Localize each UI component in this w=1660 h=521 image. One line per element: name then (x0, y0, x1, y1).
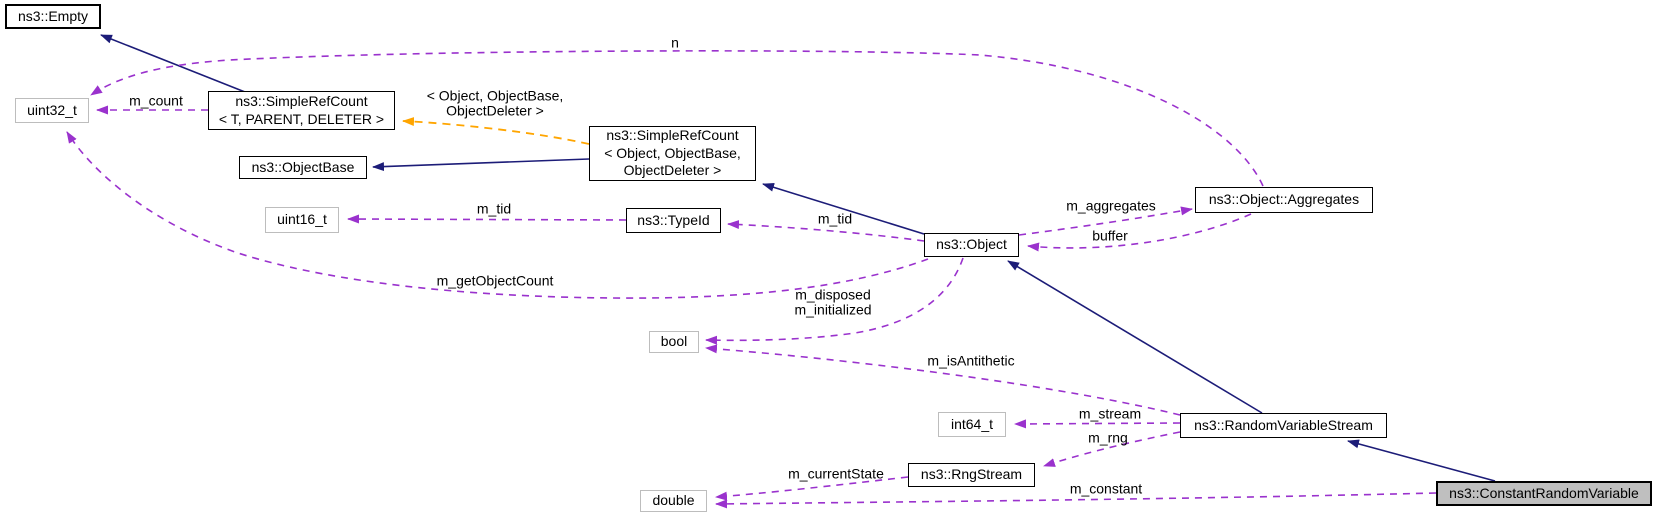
edge-label-m-getobjectcount: m_getObjectCount (436, 272, 554, 289)
edge-buffer (1027, 213, 1252, 252)
node-ns3-simplerefcount-template[interactable]: ns3::SimpleRefCount < T, PARENT, DELETER… (208, 91, 395, 130)
edge-label-m-tid-uint16: m_tid (476, 200, 512, 217)
edge-label-m-stream: m_stream (1078, 405, 1142, 422)
edge-label-n: n (671, 34, 679, 51)
node-int64-t: int64_t (938, 412, 1006, 437)
edge-m-tid-typeid-uint16 (347, 214, 627, 224)
edge-template-instance (402, 117, 590, 145)
edge-inherit-crv-rvs (1347, 439, 1496, 482)
edge-n (90, 50, 1264, 187)
node-ns3-randomvariablestream[interactable]: ns3::RandomVariableStream (1180, 413, 1387, 438)
edge-label-m-isantithetic: m_isAntithetic (927, 352, 1015, 369)
edge-inherit-simplerefcount-empty (100, 34, 246, 93)
edge-m-tid-object-typeid (727, 220, 925, 242)
node-double: double (640, 490, 707, 512)
edge-label-m-aggregates: m_aggregates (1066, 197, 1156, 214)
edge-label-m-count: m_count (129, 92, 183, 109)
edge-m-currentstate (715, 476, 909, 501)
edge-label-m-disposed-m-initialized: m_disposed m_initialized (794, 286, 872, 318)
node-ns3-typeid[interactable]: ns3::TypeId (626, 208, 721, 233)
edge-label-buffer: buffer (1092, 227, 1128, 244)
node-ns3-constantrandomvariable[interactable]: ns3::ConstantRandomVariable (1436, 481, 1652, 506)
node-ns3-object-aggregates[interactable]: ns3::Object::Aggregates (1195, 187, 1373, 213)
node-ns3-rngstream[interactable]: ns3::RngStream (908, 463, 1035, 487)
node-bool: bool (649, 331, 699, 353)
node-ns3-objectbase[interactable]: ns3::ObjectBase (239, 156, 367, 179)
edge-m-getobjectcount (66, 131, 929, 299)
node-ns3-empty[interactable]: ns3::Empty (5, 4, 101, 29)
edge-label-template-args: < Object, ObjectBase, ObjectDeleter > (426, 87, 564, 119)
edge-inherit-object-simplerefcountobj (762, 182, 925, 235)
edge-m-rng (1043, 431, 1181, 467)
edge-m-stream (1014, 419, 1181, 429)
node-uint16-t: uint16_t (265, 207, 339, 233)
edge-inherit-simplerefcountobj-objectbase (372, 158, 590, 172)
edge-label-m-constant: m_constant (1069, 480, 1143, 497)
edge-label-m-currentstate: m_currentState (788, 465, 884, 482)
node-uint32-t: uint32_t (15, 98, 89, 123)
edge-label-m-tid-typeid: m_tid (817, 210, 853, 227)
edge-label-m-rng: m_rng (1088, 429, 1128, 446)
node-ns3-object[interactable]: ns3::Object (924, 233, 1019, 257)
edge-inherit-rvs-object (1007, 260, 1263, 414)
edge-m-constant (715, 492, 1437, 509)
node-ns3-simplerefcount-object[interactable]: ns3::SimpleRefCount < Object, ObjectBase… (589, 126, 756, 181)
edge-m-isantithetic (705, 344, 1181, 416)
